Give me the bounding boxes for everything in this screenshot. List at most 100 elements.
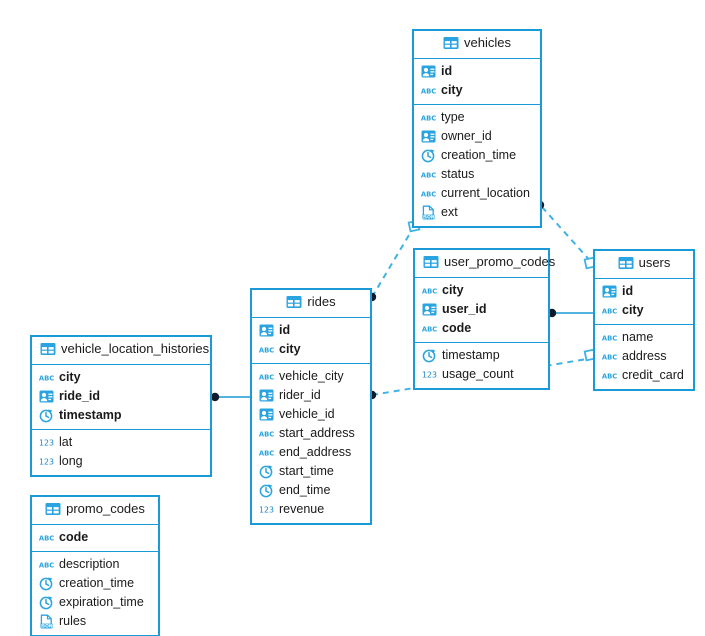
column-row[interactable]: owner_id [414, 127, 540, 146]
clock-icon [39, 408, 54, 423]
123-number-icon: 123 [39, 454, 54, 469]
column-row[interactable]: 123 revenue [252, 500, 370, 519]
svg-text:ABC: ABC [259, 449, 274, 457]
column-label: revenue [279, 502, 325, 516]
primary-key-label: city [622, 303, 644, 317]
key-id-icon [421, 64, 436, 79]
clock-icon [422, 348, 437, 363]
table-icon [40, 342, 56, 359]
column-label: status [441, 167, 475, 181]
svg-text:ABC: ABC [422, 325, 437, 333]
primary-key-row[interactable]: ABC city [252, 340, 370, 359]
column-row[interactable]: start_time [252, 462, 370, 481]
column-label: end_time [279, 483, 331, 497]
edge-user-promo-codes-to-users[interactable] [547, 308, 593, 318]
abc-text-icon: ABC [39, 370, 54, 385]
abc-text-icon: ABC [39, 530, 54, 545]
column-row[interactable]: 123 usage_count [415, 365, 548, 384]
column-label: rules [59, 614, 87, 628]
primary-key-label: timestamp [59, 408, 122, 422]
column-row[interactable]: vehicle_id [252, 405, 370, 424]
json-icon: JSON [39, 614, 54, 629]
column-label: vehicle_city [279, 369, 344, 383]
primary-key-label: id [279, 323, 291, 337]
column-row[interactable]: creation_time [414, 146, 540, 165]
primary-key-row[interactable]: ride_id [32, 387, 210, 406]
clock-icon [421, 148, 436, 163]
table-header-user_promo_codes: user_promo_codes [415, 250, 555, 278]
column-row[interactable]: end_time [252, 481, 370, 500]
table-icon [618, 256, 634, 273]
svg-text:ABC: ABC [602, 372, 617, 380]
edge-vehicle-location-histories-to-rides[interactable] [210, 392, 250, 402]
edge-rides-to-vehicles[interactable] [367, 219, 421, 302]
primary-key-row[interactable]: id [595, 282, 693, 301]
primary-key-label: ride_id [59, 389, 100, 403]
svg-text:ABC: ABC [39, 534, 54, 542]
primary-key-label: city [442, 283, 464, 297]
svg-text:123: 123 [422, 371, 437, 380]
svg-text:123: 123 [259, 506, 274, 515]
key-id-icon [259, 323, 274, 338]
column-row[interactable]: creation_time [32, 574, 158, 593]
abc-text-icon: ABC [422, 321, 437, 336]
column-label: start_address [279, 426, 355, 440]
column-label: timestamp [442, 348, 500, 362]
column-row[interactable]: rider_id [252, 386, 370, 405]
key-id-icon [39, 389, 54, 404]
primary-key-label: user_id [442, 302, 487, 316]
column-label: usage_count [442, 367, 514, 381]
primary-key-row[interactable]: timestamp [32, 406, 210, 425]
table-header-promo_codes: promo_codes [32, 497, 158, 525]
primary-key-label: city [279, 342, 301, 356]
column-row[interactable]: expiration_time [32, 593, 158, 612]
primary-key-row[interactable]: id [414, 62, 540, 81]
table-icon [45, 502, 61, 519]
123-number-icon: 123 [422, 367, 437, 382]
primary-key-row[interactable]: id [252, 321, 370, 340]
column-row[interactable]: JSON rules [32, 612, 158, 631]
svg-text:ABC: ABC [602, 353, 617, 361]
key-id-icon [259, 388, 274, 403]
abc-text-icon: ABC [39, 557, 54, 572]
column-label: creation_time [59, 576, 135, 590]
abc-text-icon: ABC [421, 83, 436, 98]
column-label: rider_id [279, 388, 321, 402]
column-row[interactable]: timestamp [415, 346, 548, 365]
svg-text:ABC: ABC [259, 346, 274, 354]
table-icon [423, 255, 439, 272]
primary-key-row[interactable]: user_id [415, 300, 548, 319]
svg-text:ABC: ABC [602, 334, 617, 342]
svg-text:ABC: ABC [39, 561, 54, 569]
